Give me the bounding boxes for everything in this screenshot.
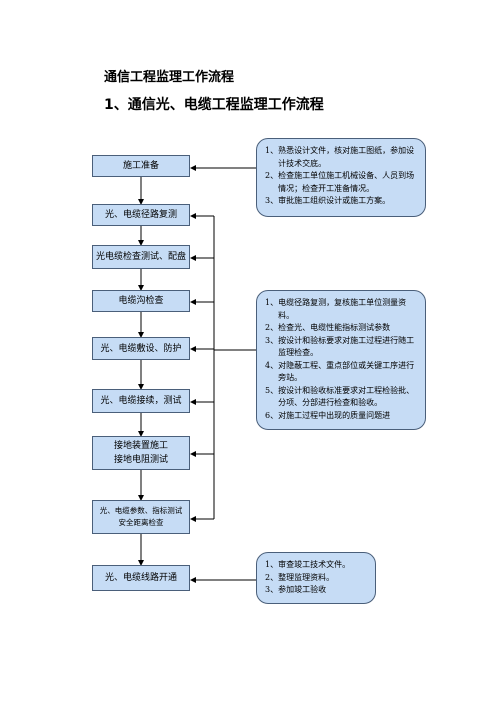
note-item-text: 电缆径路复测，复核施工单位测量资料。 [278, 298, 407, 320]
note-item-text: 检查光、电缆性能指标测试参数 [278, 323, 391, 332]
section-title: 1、通信光、电缆工程监理工作流程 [104, 97, 324, 113]
step-cable-inspection: 光电缆检查测试、配盘 [92, 245, 190, 269]
note-item-number: 1、 [265, 560, 279, 569]
step-label: 光、电缆敷设、防护 [100, 343, 182, 354]
note-item-number: 2、 [265, 323, 279, 332]
note-item-number: 1、 [265, 146, 279, 155]
note-item-text: 整理监理资料。 [278, 572, 335, 582]
note-item-number: 3、 [265, 196, 279, 205]
note-item-text: 对隐蔽工程、重点部位或关键工序进行旁站。 [278, 360, 415, 383]
note-item: 6、对施工过程中出现的质量问题进 [265, 410, 417, 423]
note-preparation: 1、熟悉设计文件，核对施工图纸，参加设计技术交底。 2、检查施工单位施工机械设备… [256, 138, 426, 217]
note-item-number: 5、 [265, 385, 279, 395]
step-label: 光电缆检查测试、配盘 [95, 252, 186, 262]
document-title: 通信工程监理工作流程 [104, 70, 235, 85]
note-completion: 1、审查竣工技术文件。 2、整理监理资料。 3、参加竣工验收 [256, 552, 376, 604]
step-line-commissioning: 光、电缆线路开通 [92, 565, 190, 591]
step-construction-prep: 施工准备 [92, 155, 190, 177]
note-item-text: 审查竣工技术文件。 [278, 560, 351, 569]
step-cable-laying: 光、电缆敷设、防护 [92, 337, 190, 360]
note-item-text: 检查施工单位施工机械设备、人员到场情况；检查开工准备情况。 [278, 171, 415, 193]
step-label: 安全距离检查 [118, 518, 164, 527]
step-label: 光、电缆径路复测 [104, 210, 177, 220]
step-parameter-testing: 光、电缆参数、指标测试 安全距离检查 [92, 500, 190, 534]
note-item: 2、整理监理资料。 [265, 572, 367, 585]
step-label: 光、电缆接续，测试 [100, 396, 182, 406]
step-label: 接地装置施工 [113, 441, 168, 451]
note-item-number: 1、 [265, 298, 279, 307]
note-item: 3、参加竣工验收 [265, 584, 367, 597]
note-item: 3、按设计和验标要求对施工过程进行随工监理检查。 [265, 335, 417, 360]
note-item-text: 审批施工组织设计或施工方案。 [278, 196, 391, 205]
note-item-text: 按设计和验收标准要求对工程检验批、分项、分部进行检查和验收。 [278, 385, 415, 408]
step-cable-splicing: 光、电缆接续，测试 [92, 389, 190, 413]
step-label: 光、电缆参数、指标测试 [99, 506, 183, 515]
note-item-text: 对施工过程中出现的质量问题进 [278, 410, 391, 420]
note-construction: 1、电缆径路复测，复核施工单位测量资料。 2、检查光、电缆性能指标测试参数 3、… [256, 290, 426, 430]
note-item: 1、电缆径路复测，复核施工单位测量资料。 [265, 297, 417, 322]
step-label: 电缆沟检查 [118, 296, 164, 306]
note-item-text: 参加竣工验收 [278, 585, 327, 594]
note-item: 2、检查光、电缆性能指标测试参数 [265, 322, 417, 335]
step-label: 接地电阻测试 [113, 455, 168, 465]
step-label: 施工准备 [122, 161, 159, 171]
note-item: 2、检查施工单位施工机械设备、人员到场情况；检查开工准备情况。 [265, 170, 417, 195]
note-item: 3、审批施工组织设计或施工方案。 [265, 195, 417, 208]
note-item-number: 2、 [265, 171, 279, 180]
note-item: 4、对隐蔽工程、重点部位或关键工序进行旁站。 [265, 360, 417, 385]
note-item: 5、按设计和验收标准要求对工程检验批、分项、分部进行检查和验收。 [265, 385, 417, 410]
note-item: 1、审查竣工技术文件。 [265, 559, 367, 572]
note-item-number: 4、 [265, 360, 279, 370]
note-item-number: 3、 [265, 335, 279, 345]
step-trench-inspection: 电缆沟检查 [92, 290, 190, 312]
note-item-number: 6、 [265, 410, 279, 420]
step-grounding: 接地装置施工 接地电阻测试 [92, 436, 190, 470]
note-item-text: 按设计和验标要求对施工过程进行随工监理检查。 [278, 335, 415, 358]
note-item: 1、熟悉设计文件，核对施工图纸，参加设计技术交底。 [265, 145, 417, 170]
note-item-number: 3、 [265, 585, 279, 594]
step-label: 光、电缆线路开通 [104, 573, 177, 583]
note-item-number: 2、 [265, 572, 279, 582]
note-item-text: 熟悉设计文件，核对施工图纸，参加设计技术交底。 [278, 146, 415, 168]
step-route-survey: 光、电缆径路复测 [92, 204, 190, 226]
